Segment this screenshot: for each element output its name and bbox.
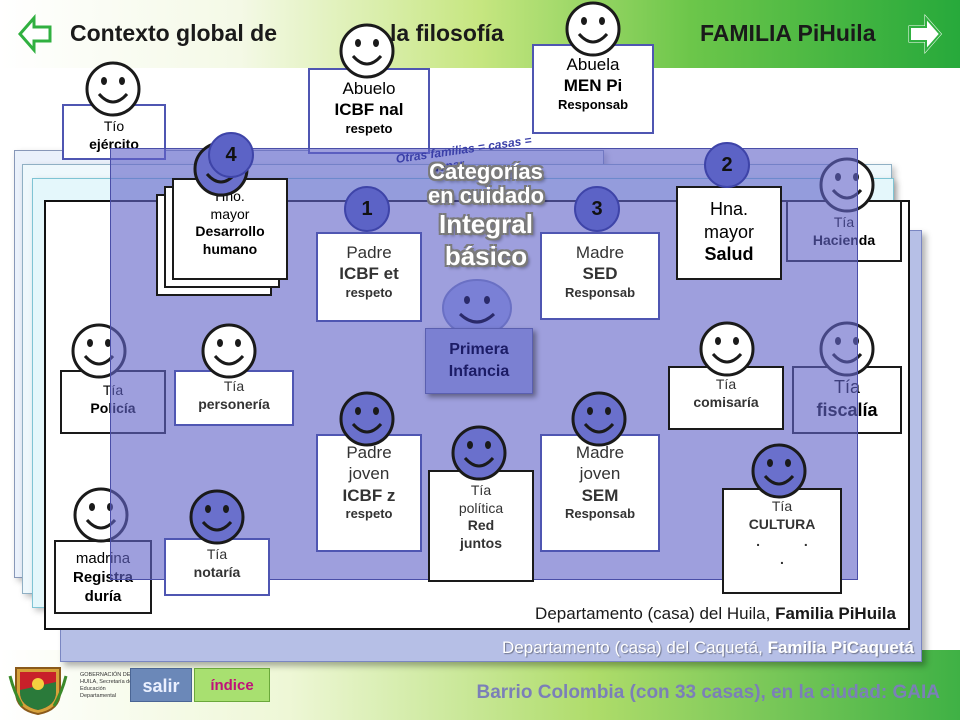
index-button[interactable]: índice (194, 668, 270, 702)
abuelo-card: Abuelo ICBF nal respeto (308, 68, 430, 154)
smiley-face-icon (339, 23, 395, 79)
smiley-face-icon (451, 425, 507, 481)
page-title-mid: la filosofía (390, 20, 504, 46)
smiley-face-icon (565, 1, 621, 57)
hna-mayor-card: Hna. mayor Salud (676, 186, 782, 280)
page-title-left: Contexto global de (70, 20, 277, 46)
primera-infancia-card: Primera Infancia (425, 328, 533, 394)
huila-department-label: Departamento (casa) del Huila, Familia P… (535, 604, 896, 623)
hollow-left-arrow-icon[interactable] (18, 14, 52, 54)
badge-2: 2 (704, 142, 750, 188)
tia-cultura-card: Tía CULTURA . . . (722, 488, 842, 594)
smiley-face-icon (339, 391, 395, 447)
smiley-face-icon (571, 391, 627, 447)
hno-mayor-card: Hno. mayor Desarrollo humano (172, 178, 288, 280)
smiley-face-icon (751, 443, 807, 499)
categories-title: Categorías en cuidado Integral básico (427, 159, 545, 272)
badge-3: 3 (574, 186, 620, 232)
smiley-face-icon (189, 489, 245, 545)
hollow-right-arrow-icon[interactable] (908, 14, 942, 54)
header-bar (0, 0, 960, 68)
smiley-face-icon (442, 279, 512, 337)
badge-1: 1 (344, 186, 390, 232)
badge-4: 4 (208, 132, 254, 178)
neighborhood-caption: Barrio Colombia (con 33 casas), en la ci… (476, 682, 940, 703)
padre-card: Padre ICBF et respeto (316, 232, 422, 322)
government-caption: GOBERNACIÓN DEL HUILA, Secretaría de Edu… (80, 672, 134, 699)
caqueta-department-label: Departamento (casa) del Caquetá, Familia… (502, 638, 914, 657)
page-title-right: FAMILIA PiHuila (700, 20, 876, 46)
exit-button[interactable]: salir (130, 668, 192, 702)
padre-joven-card: Padre joven ICBF z respeto (316, 434, 422, 552)
smiley-face-icon (85, 61, 141, 117)
smiley-face-icon (201, 323, 257, 379)
tia-notaria-card: Tía notaría (164, 538, 270, 596)
tia-politica-card: Tía política Red juntos (428, 470, 534, 582)
smiley-face-icon (699, 321, 755, 377)
madre-card: Madre SED Responsab (540, 232, 660, 320)
madre-joven-card: Madre joven SEM Responsab (540, 434, 660, 552)
huila-coat-of-arms-logo (8, 667, 68, 716)
